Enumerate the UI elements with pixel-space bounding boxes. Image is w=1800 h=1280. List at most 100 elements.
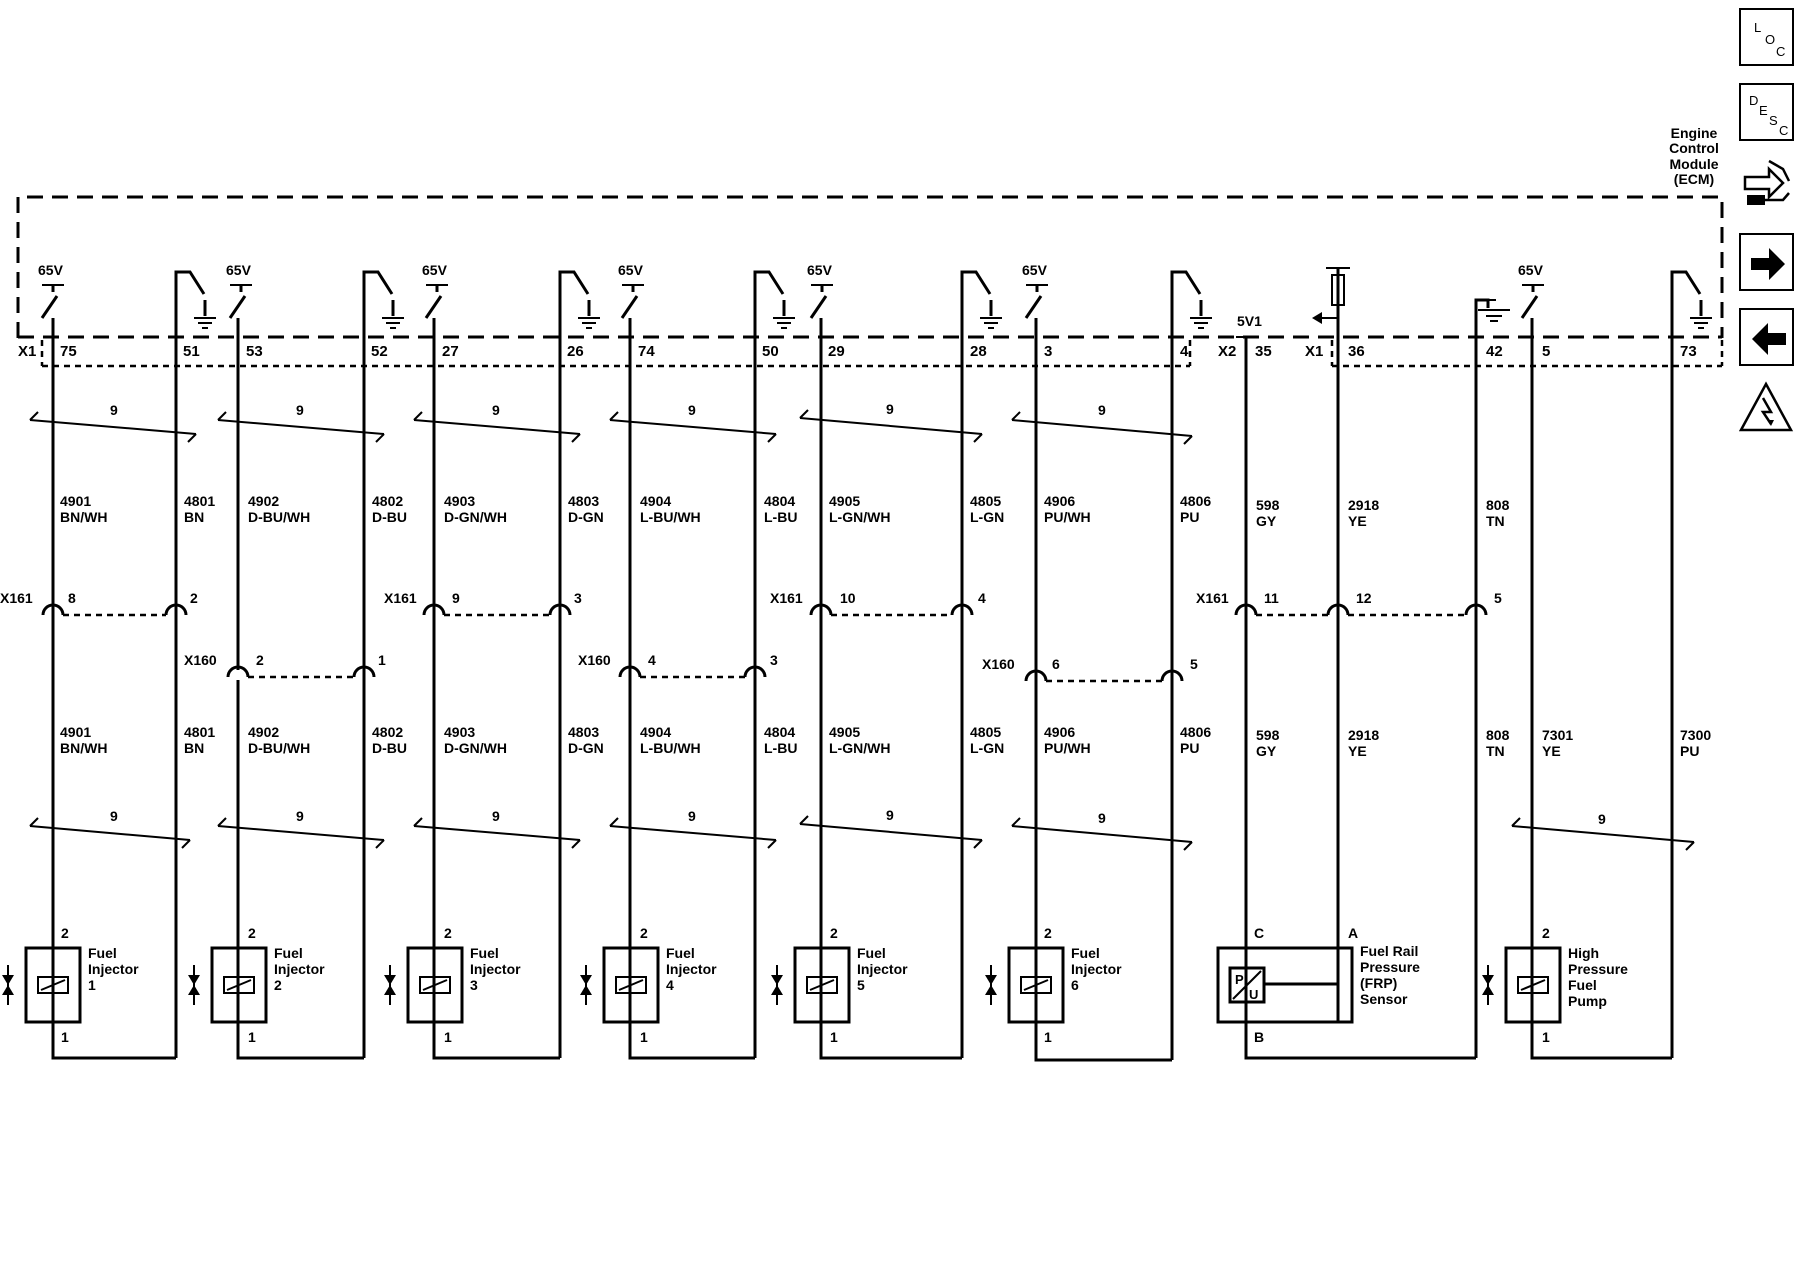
- term-1: 1: [444, 1029, 452, 1045]
- wire-high-id-2: 4906: [1044, 724, 1075, 740]
- wire-low-id-2: 4801: [184, 724, 215, 740]
- inline-pin-high: 4: [648, 652, 656, 668]
- wire-low-color-2: L-GN: [970, 740, 1004, 756]
- fuel-injector-symbol: 2 1: [188, 925, 268, 1045]
- injector-name-1: Fuel: [1071, 945, 1100, 961]
- wire-low-id: 4801: [184, 493, 215, 509]
- inline-conn-label: X161: [770, 590, 803, 606]
- frp-wire-1-id-2: 598: [1256, 727, 1280, 743]
- inline-connector: X160 4 3: [578, 652, 778, 679]
- inline-connector: X161 8 2: [0, 590, 198, 617]
- wire-high-id: 4905: [829, 493, 860, 509]
- inline-pin-low: 3: [574, 590, 582, 606]
- wire-high-id-2: 4905: [829, 724, 860, 740]
- pump-wire-low-color: PU: [1680, 743, 1699, 759]
- wire-low-color-2: D-GN: [568, 740, 604, 756]
- term-2: 2: [444, 925, 452, 941]
- wire-high-id: 4903: [444, 493, 475, 509]
- frp-conn-pin-2: 12: [1356, 590, 1372, 606]
- twist-label: 9: [1598, 811, 1606, 827]
- injector-name-2: Injector: [857, 961, 908, 977]
- frp-conn-pin-3: 5: [1494, 590, 1502, 606]
- injector-name-3: 6: [1071, 977, 1079, 993]
- wire-low-color-2: D-BU: [372, 740, 407, 756]
- frp-name-1: Fuel Rail: [1360, 943, 1418, 959]
- voltage-label: 65V: [1022, 262, 1048, 278]
- location-button[interactable]: L O C: [1739, 8, 1794, 66]
- injector-name-3: 4: [666, 977, 674, 993]
- pump-name-3: Fuel: [1568, 977, 1597, 993]
- wire-low-id: 4806: [1180, 493, 1211, 509]
- pump-term-2: 2: [1542, 925, 1550, 941]
- wire-high-id-2: 4902: [248, 724, 279, 740]
- ecm-label-2: Control: [1669, 140, 1719, 156]
- loc-letter-o: O: [1765, 32, 1775, 47]
- wire-high-color: PU/WH: [1044, 509, 1091, 525]
- injector-name-2: Injector: [666, 961, 717, 977]
- desc-letter-e: E: [1759, 103, 1768, 118]
- ecm-pin-low: 28: [970, 343, 987, 360]
- desc-letter-s: S: [1769, 113, 1778, 128]
- twist-label: 9: [688, 402, 696, 418]
- wire-high-id: 4906: [1044, 493, 1075, 509]
- injector-group-2: 65V 53 52 9 4902 D-BU/WH 4802 D-BU X160 …: [184, 262, 407, 1060]
- wire-high-id-2: 4901: [60, 724, 91, 740]
- frp-wire-1-id: 598: [1256, 497, 1280, 513]
- wire-low-id: 4802: [372, 493, 403, 509]
- wire-low-id-2: 4806: [1180, 724, 1211, 740]
- injector-group-3: 65V 27 26 9 4903 D-GN/WH 4803 D-GN X161 …: [384, 262, 604, 1060]
- arrow-left-icon: [1752, 323, 1786, 355]
- description-icon: D E S C: [1749, 93, 1788, 138]
- twist-label-2: 9: [1098, 810, 1106, 826]
- twist-label: 9: [1098, 402, 1106, 418]
- ecm-pin-high: 3: [1044, 343, 1052, 360]
- frp-wire-2-id: 2918: [1348, 497, 1379, 513]
- injector-name-1: Fuel: [857, 945, 886, 961]
- ecm-pin-low: 4: [1180, 343, 1189, 360]
- power-ground-button[interactable]: [1739, 380, 1794, 438]
- wire-high-color-2: D-GN/WH: [444, 740, 507, 756]
- frp-wire-3-id: 808: [1486, 497, 1510, 513]
- wire-low-id-2: 4804: [764, 724, 795, 740]
- wire-high-color: D-BU/WH: [248, 509, 310, 525]
- connector-end-view-button[interactable]: [1739, 155, 1794, 213]
- voltage-label: 65V: [1518, 262, 1544, 278]
- frp-wire-2-color: YE: [1348, 513, 1367, 529]
- injector-name-1: Fuel: [88, 945, 117, 961]
- twist-label-2: 9: [886, 807, 894, 823]
- wire-high-color-2: L-BU/WH: [640, 740, 701, 756]
- frp-wire-3-color: TN: [1486, 513, 1505, 529]
- desc-letter-d: D: [1749, 93, 1758, 108]
- description-button[interactable]: D E S C: [1739, 83, 1794, 141]
- injector-name-1: Fuel: [666, 945, 695, 961]
- wire-low-color-2: PU: [1180, 740, 1199, 756]
- frp-wire-3-color-2: TN: [1486, 743, 1505, 759]
- term-2: 2: [1044, 925, 1052, 941]
- twist-label-2: 9: [492, 808, 500, 824]
- pump-wire-high-color: YE: [1542, 743, 1561, 759]
- ecm-pin-high: 27: [442, 343, 459, 360]
- ecm-label-4: (ECM): [1674, 171, 1714, 187]
- frp-sensor-group: 35 36 42 598 GY 2918 YE 808 TN X161 11 1…: [1196, 267, 1510, 1060]
- injector-name-3: 3: [470, 977, 478, 993]
- fuel-pump-symbol: 2 1: [1482, 925, 1562, 1045]
- previous-button[interactable]: [1739, 308, 1794, 366]
- inline-connector: X161 10 4: [770, 590, 986, 617]
- voltage-label: 65V: [422, 262, 448, 278]
- inline-conn-label: X161: [384, 590, 417, 606]
- wire-high-color: BN/WH: [60, 509, 107, 525]
- pump-term-1: 1: [1542, 1029, 1550, 1045]
- frp-term-b: B: [1254, 1029, 1264, 1045]
- voltage-label: 65V: [807, 262, 833, 278]
- term-1: 1: [61, 1029, 69, 1045]
- frp-name-4: Sensor: [1360, 991, 1408, 1007]
- wire-low-color: D-GN: [568, 509, 604, 525]
- twist-label: 9: [296, 402, 304, 418]
- wire-low-id-2: 4802: [372, 724, 403, 740]
- frp-wire-2-id-2: 2918: [1348, 727, 1379, 743]
- injector-name-3: 2: [274, 977, 282, 993]
- inline-connector: X160 2 1: [184, 652, 386, 679]
- injector-name-3: 1: [88, 977, 96, 993]
- next-button[interactable]: [1739, 233, 1794, 291]
- inline-pin-low: 5: [1190, 656, 1198, 672]
